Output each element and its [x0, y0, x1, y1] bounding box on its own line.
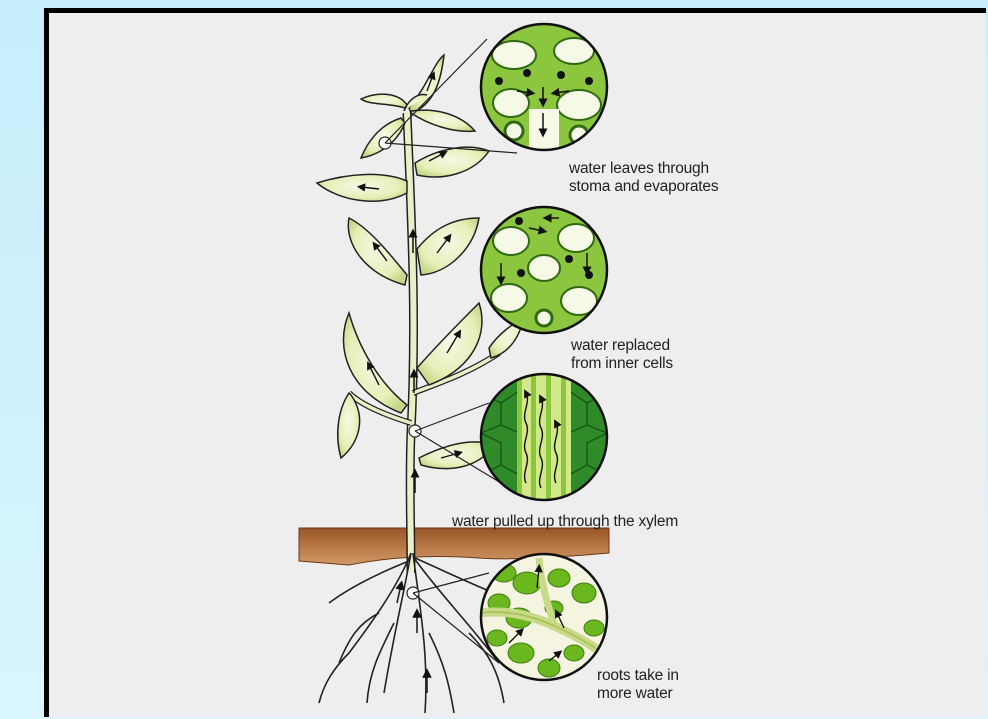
diagram-panel: water leaves through stoma and evaporate…: [49, 13, 986, 717]
label-stoma: water leaves through stoma and evaporate…: [569, 160, 718, 196]
label-inner-cells: water replaced from inner cells: [571, 337, 673, 373]
diagram-frame: water leaves through stoma and evaporate…: [44, 8, 986, 717]
label-roots: roots take in more water: [597, 667, 679, 703]
plant-diagram: [49, 13, 986, 717]
magnify-xylem: [481, 373, 607, 503]
magnify-inner-cells: [479, 207, 609, 337]
magnify-roots: [479, 553, 614, 683]
magnify-stoma: [479, 23, 609, 159]
label-xylem: water pulled up through the xylem: [452, 513, 678, 531]
